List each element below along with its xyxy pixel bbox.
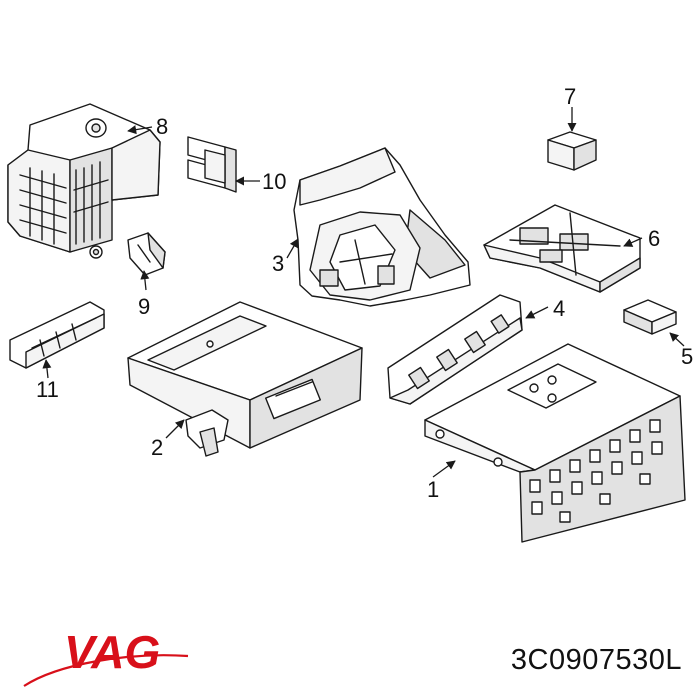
callout-5: 5 bbox=[681, 344, 693, 369]
fuse-small bbox=[127, 232, 166, 276]
logo-swoosh bbox=[23, 654, 189, 687]
fuse-carrier-housing bbox=[7, 103, 161, 259]
callout-7: 7 bbox=[564, 84, 576, 109]
relay-carrier-plate bbox=[483, 204, 641, 293]
fuse-relay-box bbox=[424, 343, 686, 543]
logo-text: VAG bbox=[64, 626, 160, 678]
callout-6: 6 bbox=[648, 226, 660, 251]
callout-11: 11 bbox=[36, 377, 59, 402]
relay bbox=[547, 131, 597, 171]
control-unit bbox=[127, 301, 363, 457]
cover-clip bbox=[9, 301, 105, 369]
part-number: 3C0907530L bbox=[510, 644, 682, 676]
vag-logo: VAG bbox=[23, 626, 189, 687]
fuse-large bbox=[187, 136, 237, 193]
fuse-box-bracket bbox=[293, 147, 471, 307]
callout-10: 10 bbox=[262, 169, 286, 194]
callout-1: 1 bbox=[427, 477, 439, 502]
connector-plug bbox=[623, 299, 677, 335]
callout-9: 9 bbox=[138, 294, 150, 319]
callout-4: 4 bbox=[553, 296, 565, 321]
callouts: 1 2 3 4 5 6 7 8 9 10 11 bbox=[36, 84, 693, 502]
leader-lines bbox=[42, 107, 685, 478]
callout-8: 8 bbox=[156, 114, 168, 139]
callout-2: 2 bbox=[151, 435, 163, 460]
callout-3: 3 bbox=[272, 251, 284, 276]
cover-strip bbox=[387, 294, 523, 405]
